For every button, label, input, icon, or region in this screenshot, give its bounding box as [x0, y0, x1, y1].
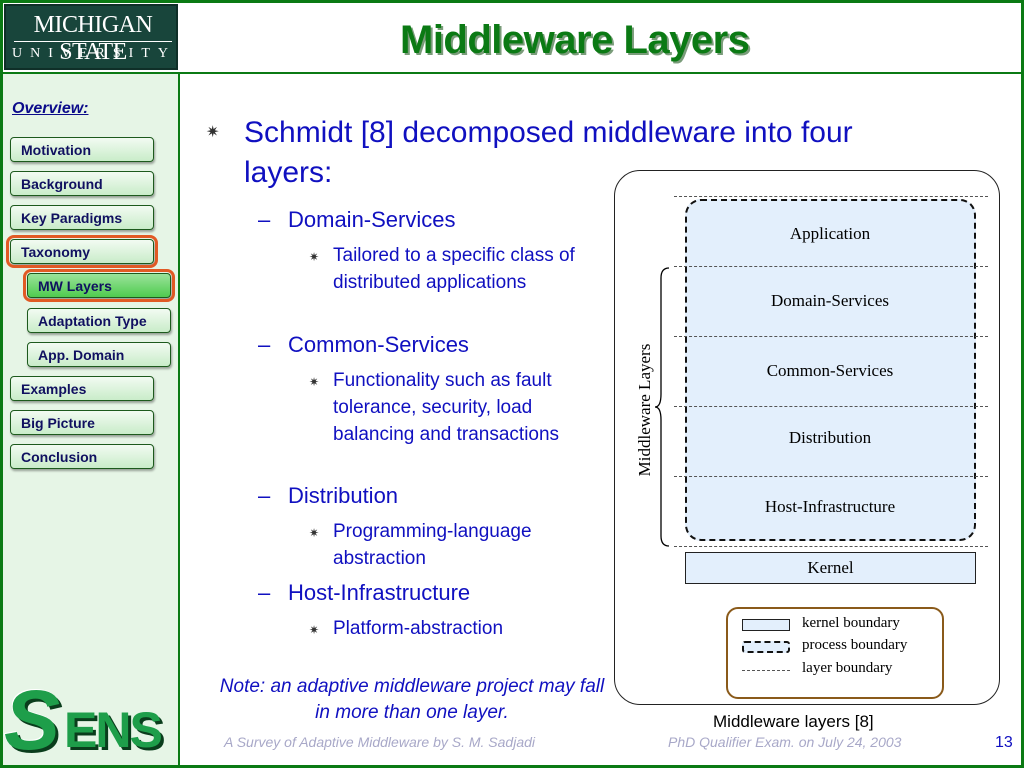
footer-right: PhD Qualifier Exam. on July 24, 2003	[668, 734, 902, 750]
asterisk-icon: ✷	[309, 375, 320, 389]
layer-boundary-swatch	[742, 670, 790, 671]
asterisk-icon: ✷	[309, 623, 320, 637]
diagram-layer-host-infrastructure: Host-Infrastructure	[764, 497, 896, 516]
diagram-layer-domain-services: Domain-Services	[770, 291, 890, 310]
layer-detail-text: Programming-language abstraction	[333, 521, 532, 569]
diagram-kernel: Kernel	[685, 552, 976, 584]
legend-row: kernel boundary	[728, 615, 946, 635]
diagram-layer-distribution: Distribution	[788, 428, 872, 447]
layer-detail-text: Functionality such as fault tolerance, s…	[333, 370, 560, 445]
legend-label: kernel boundary	[802, 615, 900, 631]
layer-boundary-line	[674, 546, 988, 547]
nav-taxonomy[interactable]: Taxonomy	[6, 235, 158, 268]
layer-boundary-line	[674, 266, 988, 267]
asterisk-icon: ✷	[309, 526, 320, 540]
layer-boundary-line	[674, 196, 988, 197]
middleware-layers-label: Middleware Layers	[635, 343, 654, 477]
sens-logo-text: ENS	[64, 702, 163, 758]
nav-app-domain[interactable]: App. Domain	[27, 342, 171, 367]
layer-name: Distribution	[288, 483, 399, 508]
asterisk-icon: ✷	[309, 250, 320, 264]
sens-logo-s: S	[4, 673, 61, 767]
asterisk-icon: ✷	[206, 124, 220, 141]
page-number: 13	[995, 734, 1013, 751]
nav-key-paradigms[interactable]: Key Paradigms	[10, 205, 154, 230]
diagram-caption: Middleware layers [8]	[713, 712, 874, 731]
layer-detail-text: Platform-abstraction	[333, 618, 504, 639]
nav-conclusion[interactable]: Conclusion	[10, 444, 154, 469]
nav-big-picture[interactable]: Big Picture	[10, 410, 154, 435]
nav-motivation[interactable]: Motivation	[10, 137, 154, 162]
footer-left: A Survey of Adaptive Middleware by S. M.…	[224, 734, 536, 750]
note-text: Note: an adaptive middleware project may…	[219, 676, 605, 723]
main-bullet-text: Schmidt [8] decomposed middleware into f…	[244, 116, 853, 189]
process-boundary-box	[685, 199, 976, 541]
nav-background[interactable]: Background	[10, 171, 154, 196]
dash-icon: –	[258, 332, 271, 357]
diagram-legend: kernel boundary process boundary layer b…	[726, 607, 944, 699]
layer-boundary-line	[674, 476, 988, 477]
brace-icon	[655, 267, 670, 547]
nav-examples[interactable]: Examples	[10, 376, 154, 401]
legend-row: layer boundary	[728, 660, 946, 680]
kernel-boundary-swatch	[742, 619, 790, 631]
overview-heading: Overview:	[12, 100, 89, 117]
layer-name: Common-Services	[288, 332, 469, 357]
diagram-layer-application: Application	[789, 224, 871, 243]
legend-row: process boundary	[728, 637, 946, 657]
msu-logo: MICHIGAN STATE UNIVERSITY	[4, 4, 178, 70]
legend-label: layer boundary	[802, 660, 893, 676]
dash-icon: –	[258, 483, 271, 508]
dash-icon: –	[258, 580, 271, 605]
layer-boundary-line	[674, 336, 988, 337]
nav-adaptation-type[interactable]: Adaptation Type	[27, 308, 171, 333]
layer-boundary-line	[674, 406, 988, 407]
process-boundary-swatch	[742, 641, 790, 653]
layer-name: Host-Infrastructure	[288, 580, 471, 605]
logo-rule	[14, 41, 172, 42]
layer-name: Domain-Services	[288, 207, 456, 232]
layer-detail-text: Tailored to a specific class of distribu…	[333, 245, 575, 293]
diagram-layer-common-services: Common-Services	[766, 361, 894, 380]
dash-icon: –	[258, 207, 271, 232]
logo-line1: MICHIGAN STATE	[33, 12, 153, 65]
logo-line2: UNIVERSITY	[12, 46, 176, 61]
nav-mw-layers[interactable]: MW Layers	[23, 269, 175, 302]
header-divider	[3, 72, 1021, 74]
slide-title: Middleware Layers	[400, 18, 750, 62]
legend-label: process boundary	[802, 637, 908, 653]
